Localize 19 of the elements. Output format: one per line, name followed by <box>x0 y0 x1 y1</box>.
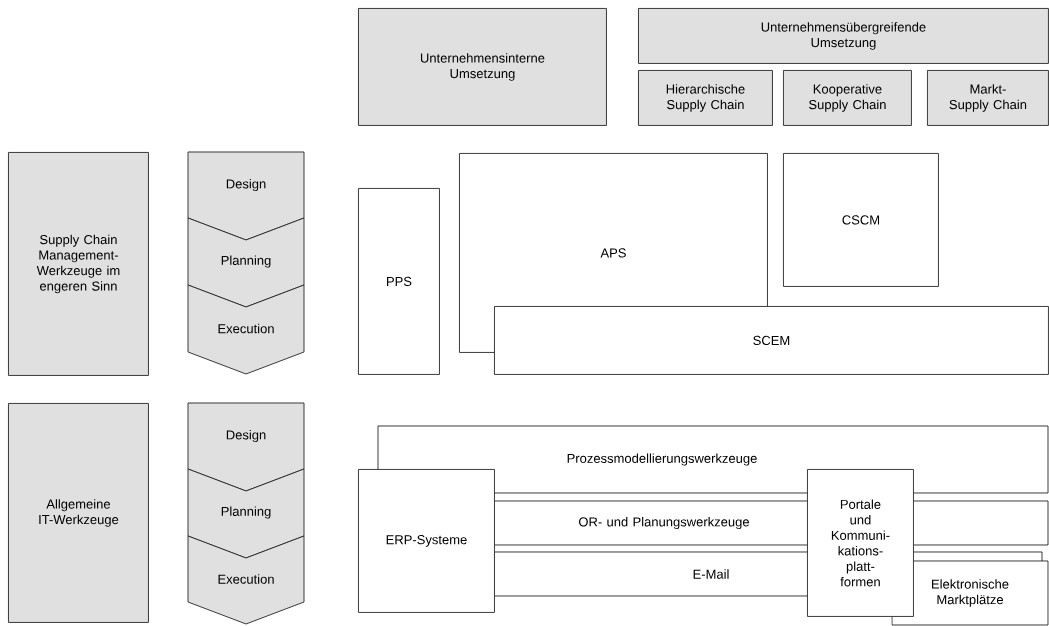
box: Unternehmensübergreifende Umsetzung <box>638 8 1049 64</box>
box: CSCM <box>783 153 939 287</box>
box: SCEM <box>494 306 1049 375</box>
box: Supply Chain Management- Werkzeuge im engeren Sinn <box>8 152 149 376</box>
box: Hierarchische Supply Chain <box>638 70 773 126</box>
box: ERP-Systeme <box>358 469 495 613</box>
box: Portale und Kommuni- kations- platt- formen <box>807 469 914 617</box>
node-label: Execution <box>218 574 274 584</box>
box: Markt- Supply Chain <box>927 70 1049 126</box>
chevron-step: Design <box>187 151 305 241</box>
box: Unternehmensinterne Umsetzung <box>358 8 607 126</box>
chevron-step: Planning <box>187 468 305 559</box>
chevron-step: Execution <box>187 535 305 625</box>
box: Allgemeine IT-Werkzeuge <box>8 403 149 623</box>
chevron-step: Planning <box>187 217 305 308</box>
chevron-step: Design <box>187 402 305 492</box>
chevron-step: Execution <box>187 284 305 375</box>
box: PPS <box>358 188 440 375</box>
box: Kooperative Supply Chain <box>783 70 912 126</box>
